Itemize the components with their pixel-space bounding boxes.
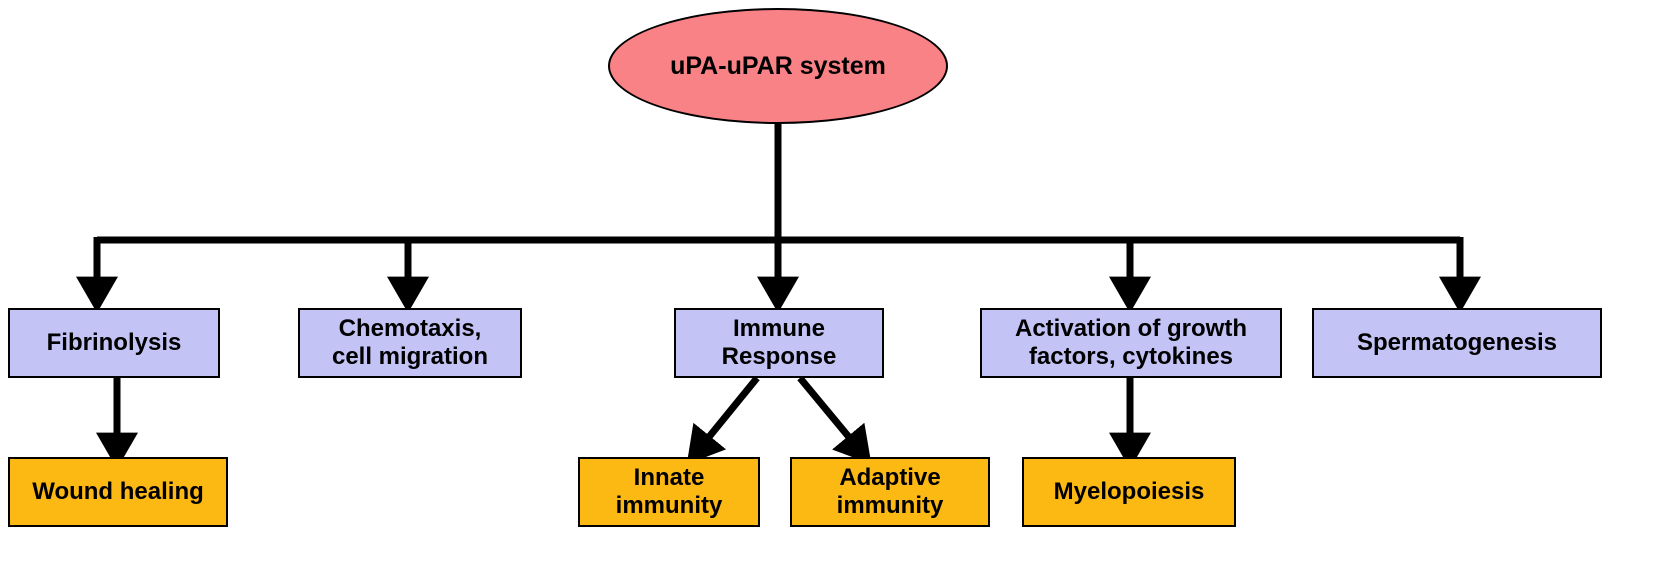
node-label: Adaptive immunity (836, 464, 944, 519)
node-label: Activation of growth factors, cytokines (1015, 315, 1247, 370)
node-label: Immune Response (721, 315, 837, 370)
node-upa-upar-system[interactable]: uPA-uPAR system (608, 8, 948, 124)
node-label: Fibrinolysis (46, 329, 182, 357)
node-adaptive-immunity[interactable]: Adaptive immunity (790, 457, 990, 527)
node-label: Chemotaxis, cell migration (331, 315, 489, 370)
node-label: Myelopoiesis (1053, 478, 1205, 506)
node-wound-healing[interactable]: Wound healing (8, 457, 228, 527)
node-myelopoiesis[interactable]: Myelopoiesis (1022, 457, 1236, 527)
edge-immune-to-innate (686, 375, 760, 465)
edge-immune-to-adaptive (797, 375, 872, 465)
node-activation-growth-factors[interactable]: Activation of growth factors, cytokines (980, 308, 1282, 378)
node-label: Wound healing (32, 478, 204, 506)
node-label: uPA-uPAR system (670, 51, 886, 80)
node-label: Innate immunity (615, 464, 723, 519)
node-label: Spermatogenesis (1356, 329, 1558, 357)
node-fibrinolysis[interactable]: Fibrinolysis (8, 308, 220, 378)
node-innate-immunity[interactable]: Innate immunity (578, 457, 760, 527)
node-spermatogenesis[interactable]: Spermatogenesis (1312, 308, 1602, 378)
node-chemotaxis[interactable]: Chemotaxis, cell migration (298, 308, 522, 378)
node-immune-response[interactable]: Immune Response (674, 308, 884, 378)
